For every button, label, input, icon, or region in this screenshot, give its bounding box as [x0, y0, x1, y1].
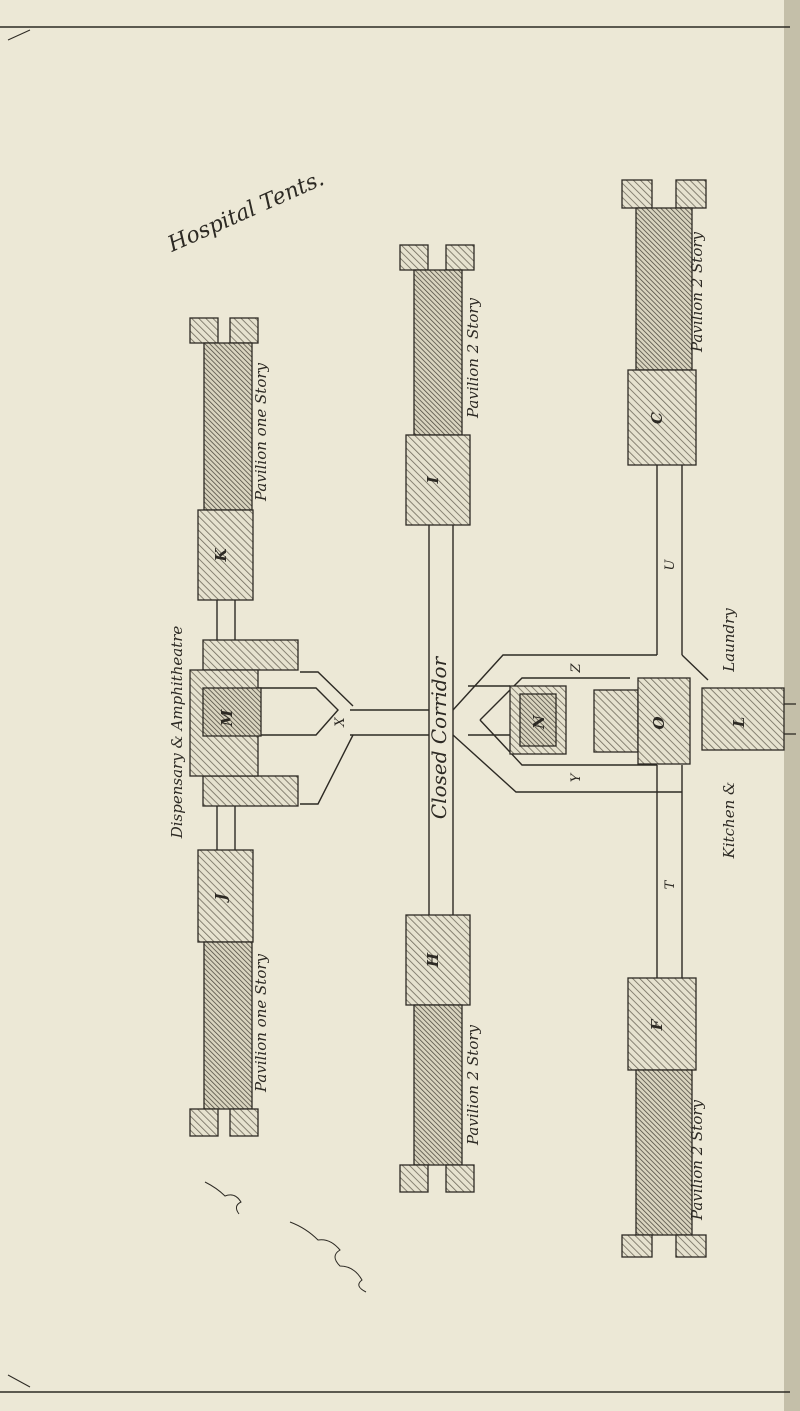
- connector-letter-x: X: [333, 717, 348, 728]
- connector-letter-z: Z: [569, 663, 584, 674]
- caption-pavilion-j: Pavilion one Story: [252, 953, 270, 1093]
- caption-pavilion-h: Pavilion 2 Story: [464, 1024, 482, 1146]
- pavilion-h: [399, 914, 475, 1193]
- connector-letter-u: U: [663, 558, 678, 570]
- caption-closed-corridor: Closed Corridor: [427, 655, 451, 819]
- caption-kitchen: Kitchen &: [720, 782, 738, 860]
- flourish-ornaments: [7, 29, 367, 1388]
- caption-pavilion-k: Pavilion one Story: [252, 362, 270, 502]
- connector-letter-t: T: [663, 879, 678, 889]
- block-letter-f: F: [648, 1018, 666, 1031]
- block-letter-m: M: [218, 709, 236, 727]
- pavilion-c: [621, 179, 707, 466]
- caption-pavilion-i: Pavilion 2 Story: [464, 297, 482, 419]
- pavilion-j: [189, 849, 259, 1137]
- block-o: [593, 677, 691, 765]
- caption-pavilion-f: Pavilion 2 Story: [688, 1099, 706, 1221]
- caption-pavilion-c: Pavilion 2 Story: [688, 231, 706, 353]
- caption-laundry: Laundry: [720, 608, 738, 673]
- caption-dispensary: Dispensary & Amphitheatre: [168, 626, 186, 840]
- block-n: [509, 685, 567, 755]
- pavilion-k: [189, 317, 259, 601]
- block-letter-n: N: [530, 714, 548, 730]
- block-letter-k: K: [212, 548, 230, 563]
- block-letter-o: O: [650, 716, 668, 729]
- block-letter-i: I: [424, 476, 442, 485]
- corridor-network: [216, 465, 709, 978]
- block-letter-c: C: [648, 412, 666, 424]
- right-page-edge: [784, 0, 800, 1411]
- pavilion-i: [399, 244, 475, 526]
- block-m: [189, 639, 299, 807]
- connector-letter-y: Y: [569, 772, 584, 782]
- pavilion-f: [621, 977, 707, 1258]
- block-letter-l: L: [730, 717, 748, 729]
- block-letter-h: H: [424, 952, 442, 968]
- block-letter-j: J: [212, 893, 230, 904]
- block-l: [701, 687, 796, 751]
